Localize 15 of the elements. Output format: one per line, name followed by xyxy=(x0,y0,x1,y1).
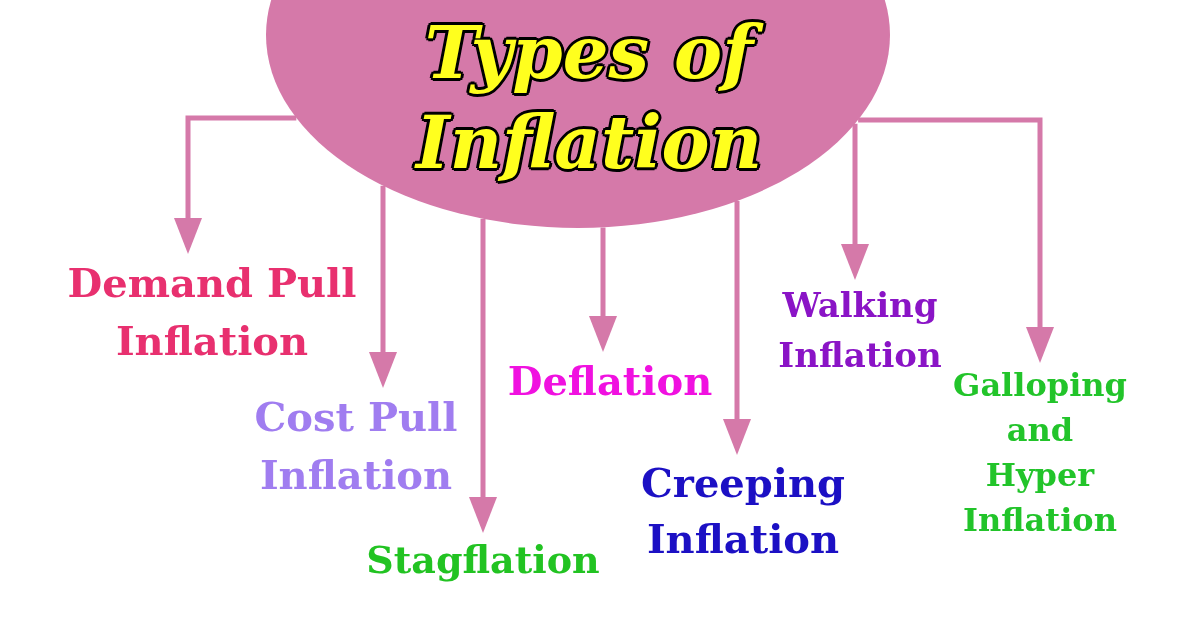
inflation-type-label: Stagflation xyxy=(364,533,602,587)
inflation-type-label: Deflation xyxy=(505,352,715,410)
arrow xyxy=(174,115,297,254)
inflation-type-label: Galloping and Hyper Inflation xyxy=(951,363,1129,543)
arrow xyxy=(841,123,869,280)
arrow xyxy=(723,201,751,455)
arrow xyxy=(369,185,397,388)
arrow xyxy=(858,117,1054,363)
heading: Types of Inflation xyxy=(413,9,765,187)
arrow xyxy=(469,218,497,533)
inflation-type-label: Walking Inflation xyxy=(776,280,944,380)
inflation-type-label: Creeping Inflation xyxy=(638,455,848,567)
inflation-type-label: Cost Pull Inflation xyxy=(252,388,460,504)
inflation-type-label: Demand Pull Inflation xyxy=(65,254,359,370)
arrow xyxy=(589,227,617,352)
